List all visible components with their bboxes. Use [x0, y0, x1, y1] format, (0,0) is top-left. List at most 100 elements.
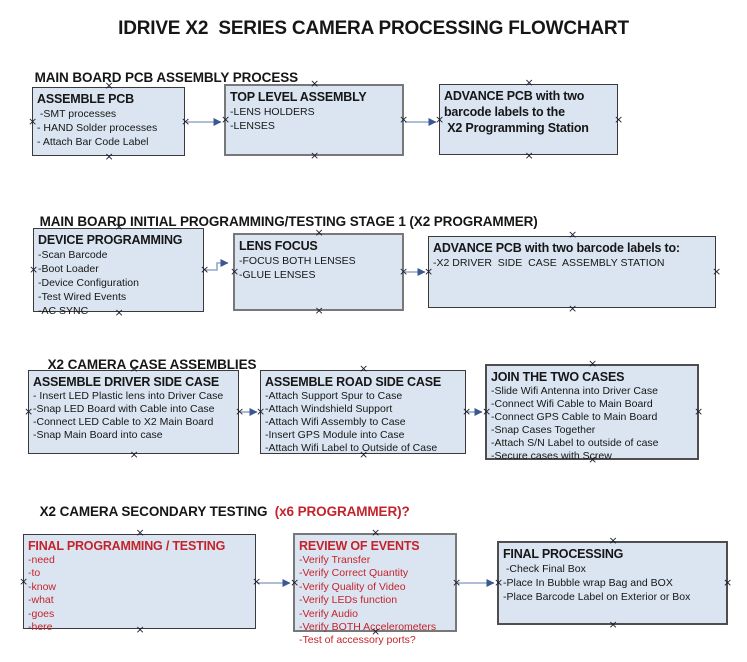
selection-handle-icon[interactable] [136, 626, 144, 634]
selection-handle-icon[interactable] [181, 118, 189, 126]
selection-handle-icon[interactable] [310, 80, 318, 88]
box-assemble-driver-side-case[interactable]: ASSEMBLE DRIVER SIDE CASE - Insert LED P… [28, 370, 239, 454]
box-assemble-road-side-case[interactable]: ASSEMBLE ROAD SIDE CASE -Attach Support … [260, 370, 466, 454]
box-items: -need-to-know-what-goes-here [24, 554, 255, 634]
section-heading-text: MAIN BOARD INITIAL PROGRAMMING/TESTING S… [39, 214, 538, 229]
selection-handle-icon[interactable] [115, 223, 123, 231]
selection-handle-icon[interactable] [588, 360, 596, 368]
box-item: -Attach Windshield Support [265, 402, 393, 415]
box-items: -Attach Support Spur to Case-Attach Wind… [261, 390, 465, 455]
selection-handle-icon[interactable] [424, 268, 432, 276]
box-item: -Connect LED Cable to X2 Main Board [33, 415, 214, 428]
box-final-programming-testing[interactable]: FINAL PROGRAMMING / TESTING -need-to-kno… [23, 534, 256, 633]
box-lens-focus[interactable]: LENS FOCUS -FOCUS BOTH LENSES-GLUE LENSE… [233, 233, 404, 311]
selection-handle-icon[interactable] [435, 116, 443, 124]
box-items: -Scan Barcode-Boot Loader-Device Configu… [34, 248, 203, 318]
selection-handle-icon[interactable] [105, 153, 113, 161]
box-title: ADVANCE PCB with two barcode labels to t… [444, 89, 589, 135]
box-item: -Snap Main Board into case [33, 428, 163, 441]
box-item: -Slide Wifi Antenna into Driver Case [491, 385, 658, 397]
selection-handle-icon[interactable] [136, 529, 144, 537]
box-item: -Test of accessory ports? [299, 634, 416, 647]
selection-handle-icon[interactable] [371, 628, 379, 636]
selection-handle-icon[interactable] [115, 309, 123, 317]
section-heading-secondary-testing: X2 CAMERA SECONDARY TESTING (x6 PROGRAMM… [25, 489, 410, 534]
box-top-level-assembly[interactable]: TOP LEVEL ASSEMBLY -LENS HOLDERS-LENSES [224, 84, 404, 156]
box-item: -Attach Wifi Assembly to Case [265, 415, 406, 428]
selection-handle-icon[interactable] [525, 79, 533, 87]
box-item: -Verify Audio [299, 607, 358, 620]
box-item: -AC SYNC [38, 305, 89, 317]
box-items: -SMT processes- HAND Solder processes- A… [33, 107, 184, 149]
selection-handle-icon[interactable] [235, 408, 243, 416]
box-item: -Attach Support Spur to Case [265, 390, 403, 402]
box-item: -Connect Wifi Cable to Main Board [491, 397, 653, 410]
selection-handle-icon[interactable] [19, 578, 27, 586]
box-title: DEVICE PROGRAMMING [38, 233, 183, 247]
box-item: -Verify LEDs function [299, 594, 398, 607]
section-heading-text: MAIN BOARD PCB ASSEMBLY PROCESS [34, 70, 299, 85]
selection-handle-icon[interactable] [221, 116, 229, 124]
box-advance-pcb-to-case-assembly[interactable]: ADVANCE PCB with two barcode labels to: … [428, 236, 716, 308]
selection-handle-icon[interactable] [482, 408, 490, 416]
box-items: - Insert LED Plastic lens into Driver Ca… [29, 390, 238, 442]
box-item: -know [28, 580, 57, 593]
section-heading-text: X2 CAMERA SECONDARY TESTING [39, 504, 275, 519]
selection-handle-icon[interactable] [130, 365, 138, 373]
selection-handle-icon[interactable] [609, 537, 617, 545]
selection-handle-icon[interactable] [24, 408, 32, 416]
selection-handle-icon[interactable] [494, 579, 502, 587]
selection-handle-icon[interactable] [399, 116, 407, 124]
selection-handle-icon[interactable] [230, 268, 238, 276]
selection-handle-icon[interactable] [130, 451, 138, 459]
box-title: REVIEW OF EVENTS [299, 539, 420, 553]
selection-handle-icon[interactable] [588, 456, 596, 464]
box-item: -Scan Barcode [38, 249, 108, 261]
selection-handle-icon[interactable] [568, 305, 576, 313]
box-items: -LENS HOLDERS-LENSES [226, 105, 402, 133]
selection-handle-icon[interactable] [29, 266, 37, 274]
selection-handle-icon[interactable] [28, 118, 36, 126]
box-item: -Connect GPS Cable to Main Board [491, 410, 658, 423]
box-review-of-events[interactable]: REVIEW OF EVENTS -Verify Transfer-Verify… [290, 533, 460, 646]
box-title: ASSEMBLE DRIVER SIDE CASE [33, 375, 220, 389]
box-title: ASSEMBLE ROAD SIDE CASE [265, 375, 441, 389]
selection-handle-icon[interactable] [359, 451, 367, 459]
box-title: FINAL PROGRAMMING / TESTING [28, 539, 226, 553]
box-join-the-two-cases[interactable]: JOIN THE TWO CASES -Slide Wifi Antenna i… [482, 364, 702, 462]
selection-handle-icon[interactable] [200, 266, 208, 274]
box-item: -Place In Bubble wrap Bag and BOX [503, 577, 673, 589]
selection-handle-icon[interactable] [525, 152, 533, 160]
selection-handle-icon[interactable] [723, 579, 731, 587]
selection-handle-icon[interactable] [310, 152, 318, 160]
selection-handle-icon[interactable] [290, 579, 298, 587]
page-title: IDRIVE X2 SERIES CAMERA PROCESSING FLOWC… [118, 18, 629, 39]
selection-handle-icon[interactable] [694, 408, 702, 416]
selection-handle-icon[interactable] [315, 307, 323, 315]
box-device-programming[interactable]: DEVICE PROGRAMMING -Scan Barcode-Boot Lo… [33, 228, 204, 317]
box-items: -FOCUS BOTH LENSES-GLUE LENSES [235, 254, 402, 282]
selection-handle-icon[interactable] [105, 82, 113, 90]
selection-handle-icon[interactable] [252, 578, 260, 586]
selection-handle-icon[interactable] [371, 529, 379, 537]
box-item: -to [28, 567, 41, 580]
box-item: -Snap Cases Together [491, 423, 596, 436]
box-item: -X2 DRIVER SIDE CASE ASSEMBLY STATION [433, 257, 665, 269]
selection-handle-icon[interactable] [399, 268, 407, 276]
selection-handle-icon[interactable] [359, 365, 367, 373]
box-item: -Snap LED Board with Cable into Case [33, 402, 215, 415]
selection-handle-icon[interactable] [609, 621, 617, 629]
selection-handle-icon[interactable] [256, 408, 264, 416]
selection-handle-icon[interactable] [462, 408, 470, 416]
selection-handle-icon[interactable] [452, 579, 460, 587]
box-advance-pcb-to-programming-station[interactable]: ADVANCE PCB with two barcode labels to t… [439, 84, 618, 155]
selection-handle-icon[interactable] [712, 268, 720, 276]
section-heading-red-text: (x6 PROGRAMMER)? [274, 504, 410, 519]
selection-handle-icon[interactable] [568, 231, 576, 239]
selection-handle-icon[interactable] [614, 116, 622, 124]
selection-handle-icon[interactable] [315, 229, 323, 237]
box-final-processing[interactable]: FINAL PROCESSING -Check Final Box-Place … [497, 541, 728, 625]
box-assemble-pcb[interactable]: ASSEMBLE PCB -SMT processes- HAND Solder… [32, 87, 185, 156]
box-item: -LENS HOLDERS [230, 106, 315, 118]
